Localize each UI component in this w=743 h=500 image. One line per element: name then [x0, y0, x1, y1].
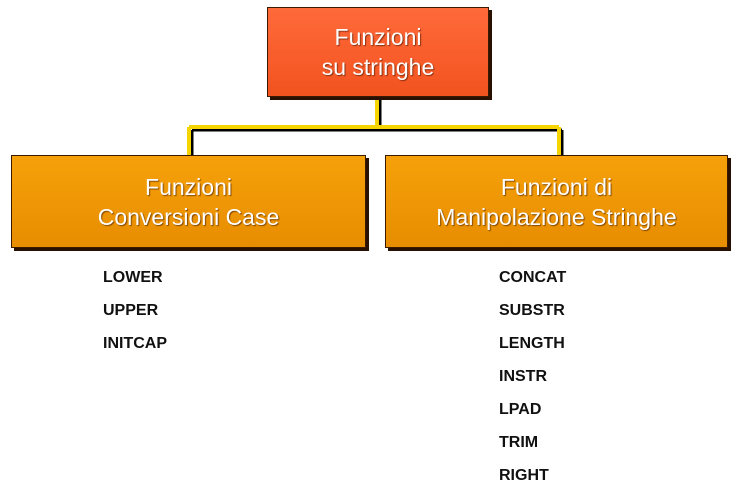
function-name: UPPER — [103, 302, 159, 319]
node-string-manipulation-functions: Funzioni di Manipolazione Stringhe — [385, 155, 728, 248]
function-name: INITCAP — [103, 335, 167, 352]
string-manipulation-function-list: CONCAT SUBSTR LENGTH INSTR LPAD TRIM RIG… — [499, 269, 566, 500]
node-left-line1: Funzioni — [145, 173, 232, 200]
function-name: INSTR — [499, 368, 547, 385]
function-name: LPAD — [499, 401, 542, 418]
node-left-line2: Conversioni Case — [97, 203, 280, 230]
node-right-line2: Manipolazione Stringhe — [436, 203, 677, 230]
function-name: CONCAT — [499, 269, 567, 286]
root-node-string-functions: Funzioni su stringhe — [267, 7, 489, 97]
function-name: LENGTH — [499, 335, 565, 352]
root-node-line1: Funzioni — [334, 24, 422, 50]
function-name: TRIM — [499, 434, 539, 451]
node-case-conversion-functions: Funzioni Conversioni Case — [11, 155, 366, 248]
function-name: SUBSTR — [499, 302, 565, 319]
root-node-line2: su stringhe — [321, 54, 435, 80]
connector-lines — [187, 97, 564, 155]
function-name: RIGHT — [499, 467, 549, 484]
function-name: LOWER — [103, 269, 163, 286]
node-right-line1: Funzioni di — [500, 173, 613, 200]
case-conversion-function-list: LOWER UPPER INITCAP — [103, 269, 167, 368]
